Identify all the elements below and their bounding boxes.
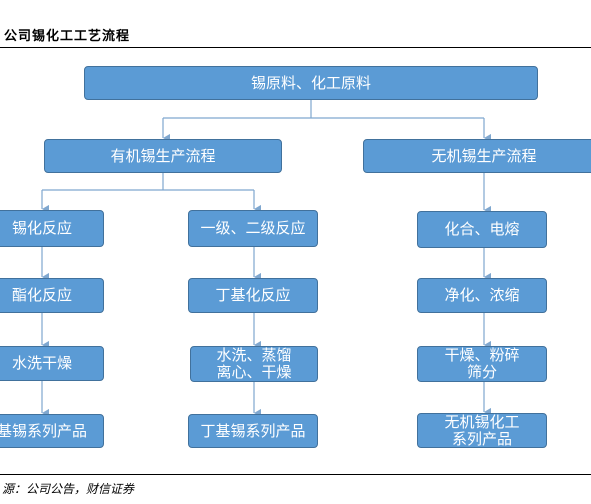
middle-step-2: 丁基化反应	[188, 278, 318, 313]
right-step-4: 无机锡化工 系列产品	[417, 413, 547, 448]
right-step-3: 干燥、粉碎 筛分	[417, 346, 547, 382]
source-note: 源：公司公告，财信证券	[2, 482, 135, 496]
organic-flow-node: 有机锡生产流程	[44, 139, 282, 173]
middle-step-3: 水洗、蒸馏 离心、干燥	[190, 346, 318, 382]
left-step-1: 锡化反应	[0, 210, 104, 247]
left-step-4: 基锡系列产品	[0, 414, 104, 448]
left-step-3: 水洗干燥	[0, 346, 104, 381]
page-title: 公司锡化工工艺流程	[4, 29, 131, 44]
middle-step-4: 丁基锡系列产品	[188, 414, 318, 448]
inorganic-flow-node: 无机锡生产流程	[363, 139, 591, 173]
top-divider	[0, 47, 591, 48]
right-step-1: 化合、电熔	[417, 211, 547, 248]
root-node: 锡原料、化工原料	[84, 66, 538, 100]
right-step-2: 净化、浓缩	[417, 278, 547, 313]
left-step-2: 酯化反应	[0, 278, 104, 313]
middle-step-1: 一级、二级反应	[188, 210, 318, 247]
bottom-divider	[0, 474, 591, 475]
